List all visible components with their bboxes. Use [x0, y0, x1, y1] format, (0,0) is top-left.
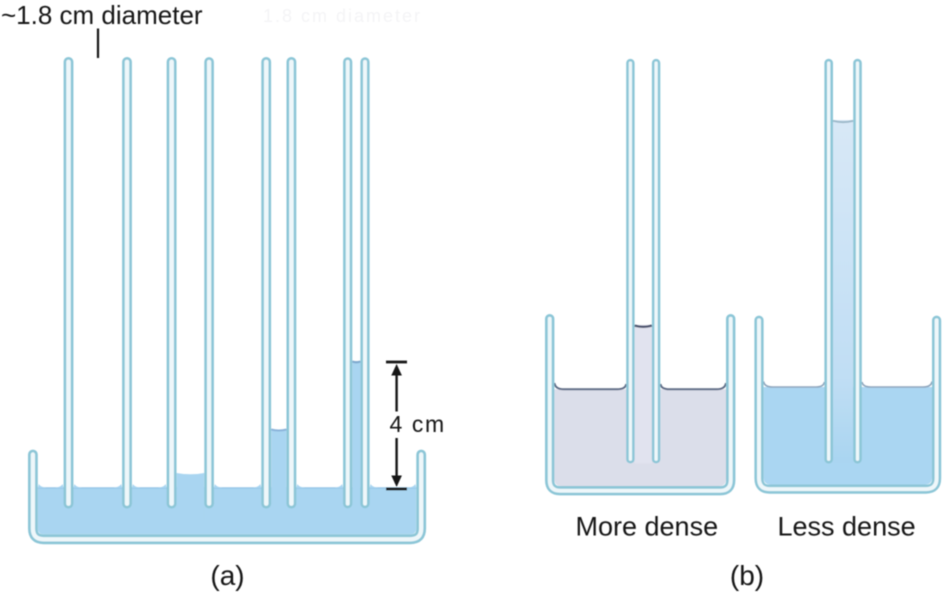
svg-text:More dense: More dense — [576, 512, 719, 542]
svg-text:Less dense: Less dense — [778, 512, 916, 542]
svg-text:4 cm: 4 cm — [390, 411, 446, 437]
svg-text:~1.8 cm diameter: ~1.8 cm diameter — [1, 0, 203, 30]
svg-text:1.8 cm diameter: 1.8 cm diameter — [263, 6, 422, 26]
svg-text:(a): (a) — [210, 560, 244, 591]
svg-text:(b): (b) — [730, 560, 764, 591]
